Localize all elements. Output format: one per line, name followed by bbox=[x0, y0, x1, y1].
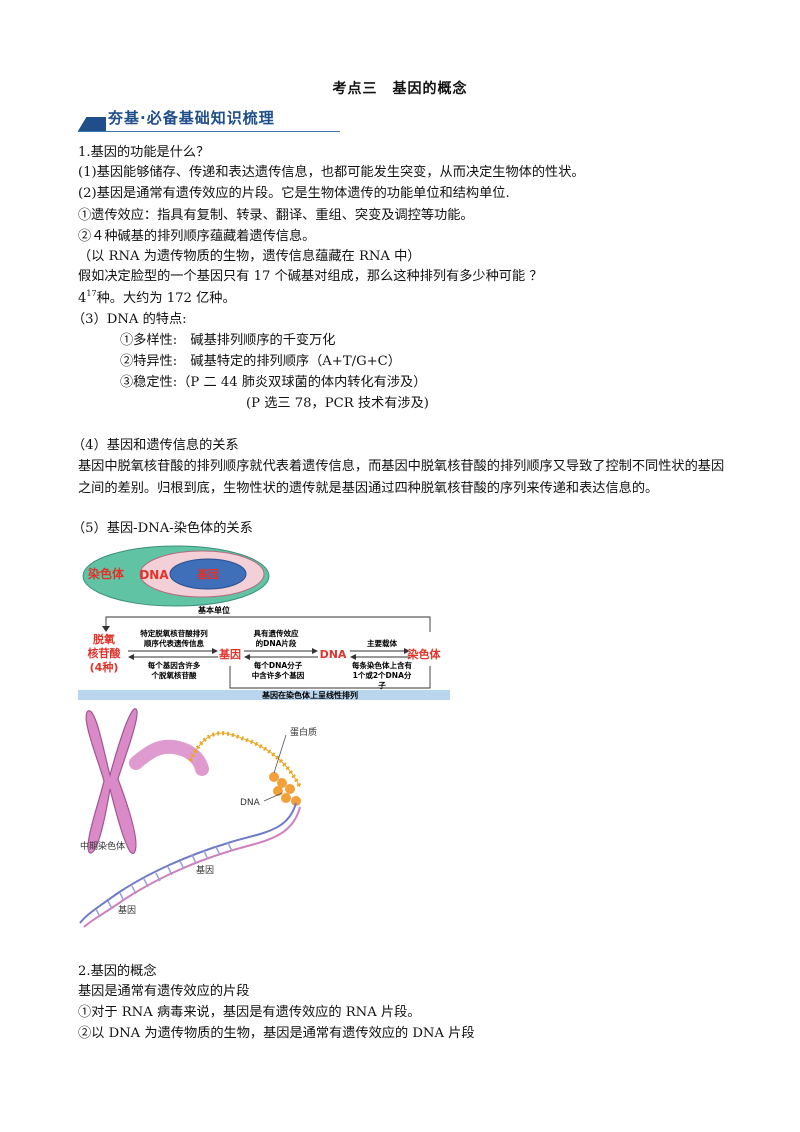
text-line: (2)基因是通常有遗传效应的片段。它是生物体遗传的功能单位和结构单位. bbox=[78, 186, 510, 201]
coil-outline-icon bbox=[189, 732, 301, 788]
text-line: ②特异性: 碱基特定的排列顺序（A+T/G+C） bbox=[120, 354, 401, 369]
section1-heading: 1.基因的功能是什么？ bbox=[78, 145, 210, 160]
arrow1-top-text: 特定脱氧核苷酸排列 bbox=[140, 628, 208, 638]
arrow1-forward-head bbox=[212, 648, 218, 654]
arrow3-forward-head bbox=[404, 648, 410, 654]
chromosome-icon bbox=[85, 708, 138, 854]
venn-diagram: 染色体 DNA 基因 bbox=[82, 545, 270, 607]
top-bracket-arrowhead bbox=[102, 626, 110, 632]
text-line: （5）基因-DNA-染色体的关系 bbox=[72, 521, 253, 536]
nucleosome-icon bbox=[277, 778, 287, 788]
nucleotide-label: 核苷酸 bbox=[88, 646, 122, 660]
text-line: 假如决定脸型的一个基因只有 17 个碱基对组成，那么这种排列有多少种可能 ？ bbox=[78, 269, 543, 284]
leader-line bbox=[263, 792, 283, 802]
venn-outer-label: 染色体 bbox=[87, 566, 125, 581]
arrow2-bottom-text: 每个DNA分子 bbox=[254, 660, 303, 670]
bottom-bracket-line bbox=[229, 666, 431, 689]
dna-label: DNA bbox=[320, 648, 347, 661]
gene-dna-chromosome-flow: 基本单位 脱氧 核苷酸 (4种) 特定脱氧核苷酸排列 顺序代表遗传信息 每个基因… bbox=[78, 605, 450, 700]
nucleotide-label: 脱氧 bbox=[93, 632, 115, 646]
arrow2-forward-head bbox=[312, 648, 318, 654]
text-line: ②４种碱基的排列顺序蕴藏着遗传信息。 bbox=[78, 229, 316, 244]
arrow2-backward-head bbox=[244, 654, 250, 660]
nucleotide-count-label: (4种) bbox=[90, 660, 119, 674]
dna-strand-icon bbox=[83, 806, 301, 928]
power-exponent: 17 bbox=[86, 289, 97, 298]
banner-arrow-icon bbox=[78, 117, 106, 131]
chromosome-illustration-label: 中期染色体 bbox=[80, 840, 125, 852]
text-line: (1)基因能够储存、传递和表达遗传信息，也都可能发生突变，从而决定生物体的性状。 bbox=[78, 165, 585, 180]
nucleosome-icon bbox=[281, 793, 291, 803]
text-line: ①对于 RNA 病毒来说，基因是有遗传效应的 RNA 片段。 bbox=[78, 1005, 421, 1020]
supercoil-icon bbox=[129, 739, 209, 776]
answer-text: 种。大约为 172 亿种。 bbox=[96, 291, 236, 306]
dna-strand-icon bbox=[79, 802, 297, 924]
arrow3-bottom-text: 子 bbox=[378, 681, 386, 690]
section2-heading: 2.基因的概念 bbox=[78, 964, 157, 979]
arrow1-backward-head bbox=[128, 654, 134, 660]
text-line: ①多样性: 碱基排列顺序的千变万化 bbox=[120, 333, 336, 348]
text-line: ②以 DNA 为遗传物质的生物，基因是通常有遗传效应的 DNA 片段 bbox=[78, 1026, 475, 1041]
page-title: 考点三 基因的概念 bbox=[332, 81, 468, 97]
leader-line bbox=[273, 734, 287, 774]
arrow1-bottom-text: 个脱氧核苷酸 bbox=[151, 670, 197, 680]
chromosome-dna-illustration: 蛋白质 DNA 中期染色体 基因 基因 bbox=[79, 708, 317, 928]
gene-label: 基因 bbox=[218, 647, 241, 661]
banner-underline bbox=[78, 131, 340, 132]
bottom-band bbox=[78, 690, 450, 700]
gene-illustration-label: 基因 bbox=[196, 864, 214, 876]
text-line: ③稳定性:（P 二 44 肺炎双球菌的体内转化有涉及） bbox=[120, 375, 427, 390]
nucleosome-icon bbox=[285, 784, 295, 794]
arrow3-top-text: 主要载体 bbox=[367, 638, 397, 648]
text-line: （以 RNA 为遗传物质的生物，遗传信息蕴藏在 RNA 中） bbox=[78, 249, 421, 264]
dna-illustration-label: DNA bbox=[240, 798, 261, 808]
arrow3-bottom-text: 每条染色体上含有 bbox=[352, 660, 412, 670]
gene-illustration-label: 基因 bbox=[118, 904, 136, 916]
nucleosome-icon bbox=[291, 796, 301, 806]
venn-middle-label: DNA bbox=[139, 568, 169, 582]
protein-label: 蛋白质 bbox=[290, 726, 317, 738]
text-line: (P 选三 78，PCR 技术有涉及) bbox=[246, 396, 429, 411]
flow-top-label: 基本单位 bbox=[197, 605, 230, 615]
dna-helix-icon bbox=[95, 842, 233, 918]
arrow3-backward-head bbox=[350, 654, 356, 660]
venn-inner-label: 基因 bbox=[196, 567, 219, 581]
arrow1-bottom-text: 每个基因含许多 bbox=[148, 660, 201, 670]
paragraph: 基因中脱氧核苷酸的排列顺序就代表着遗传信息，而基因中脱氧核苷酸的排列顺序又导致了… bbox=[78, 459, 725, 496]
top-bracket-line bbox=[105, 616, 431, 632]
power-base: 4 bbox=[78, 291, 87, 306]
text-line: （4）基因和遗传信息的关系 bbox=[72, 438, 239, 453]
flow-bottom-label: 基因在染色体上呈线性排列 bbox=[261, 690, 358, 700]
nucleosome-icon bbox=[269, 772, 279, 782]
arrow3-bottom-text: 1个或2个DNA分 bbox=[353, 670, 412, 680]
arrow2-bottom-text: 中含许多个基因 bbox=[252, 670, 305, 680]
chromosome-label: 染色体 bbox=[408, 647, 442, 661]
arrow2-top-text: 的DNA片段 bbox=[256, 638, 297, 648]
arrow1-top-text: 顺序代表遗传信息 bbox=[144, 638, 204, 648]
text-line: 基因是通常有遗传效应的片段 bbox=[78, 984, 250, 999]
answer-line: 417种。大约为 172 亿种。 bbox=[78, 289, 236, 309]
text-line: （3）DNA 的特点: bbox=[72, 312, 187, 327]
venn-inner-ellipse bbox=[169, 558, 247, 590]
banner-text: 夯基·必备基础知识梳理 bbox=[108, 109, 275, 127]
text-line: ①遗传效应：指具有复制、转录、翻译、重组、突变及调控等功能。 bbox=[78, 208, 474, 223]
section-banner: 夯基·必备基础知识梳理 bbox=[78, 106, 340, 132]
arrow2-top-text: 具有遗传效应 bbox=[254, 628, 299, 638]
